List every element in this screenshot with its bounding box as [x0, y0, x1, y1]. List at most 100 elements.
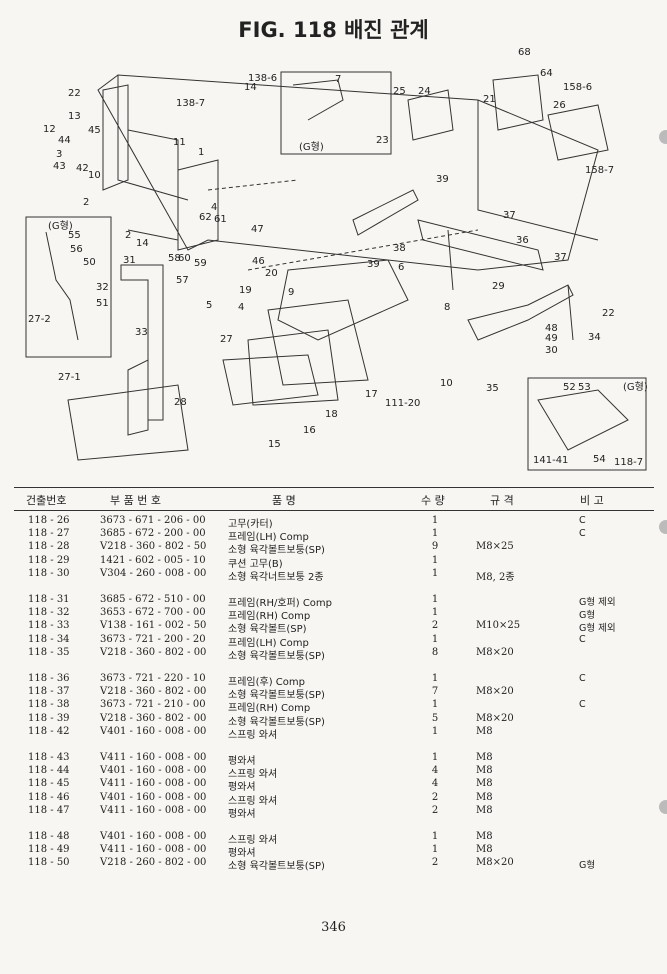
- svg-text:37: 37: [503, 210, 516, 221]
- cell-qty: 2: [431, 857, 439, 869]
- svg-text:56: 56: [70, 244, 83, 255]
- cell-part-no: 3685 - 672 - 510 - 00: [100, 594, 206, 605]
- svg-text:19: 19: [239, 285, 252, 296]
- cell-part-no: V411 - 160 - 008 - 00: [100, 844, 207, 856]
- cell-name: 소형 육각볼트보퉁(SP): [228, 650, 325, 662]
- svg-text:47: 47: [251, 224, 264, 235]
- cell-code: 118 - 35: [28, 646, 70, 658]
- cell-qty: 1: [431, 831, 439, 842]
- svg-text:54: 54: [593, 454, 606, 465]
- svg-text:14: 14: [244, 82, 257, 93]
- svg-text:138-7: 138-7: [176, 98, 205, 109]
- cell-note: G형 제외: [579, 623, 616, 635]
- svg-text:49: 49: [545, 333, 558, 344]
- parts-table-header: 건출번호 부 품 번 호 품 명 수 량 규 격 비 고: [14, 487, 654, 511]
- diagram-drawing: 22 13 45 12 44 3 43 42 10 11 1 2 55 56 5…: [25, 47, 648, 471]
- svg-text:31: 31: [123, 255, 136, 266]
- cell-part-no: 3673 - 671 - 206 - 00: [100, 515, 206, 526]
- cell-qty: 1: [431, 752, 439, 763]
- svg-text:10: 10: [440, 378, 453, 389]
- svg-text:18: 18: [325, 409, 338, 420]
- cell-qty: 1: [431, 528, 439, 540]
- cell-qty: 4: [431, 765, 439, 777]
- cell-spec: M8: [476, 804, 493, 816]
- cell-part-no: V411 - 160 - 008 - 00: [100, 804, 207, 816]
- svg-text:58: 58: [168, 253, 181, 264]
- cell-spec: M8: [476, 791, 493, 803]
- cell-spec: M8: [476, 765, 493, 777]
- svg-text:27: 27: [220, 334, 233, 345]
- cell-spec: M8, 2종: [476, 571, 515, 583]
- svg-text:4: 4: [211, 202, 217, 213]
- svg-text:60: 60: [178, 253, 191, 264]
- svg-text:13: 13: [68, 111, 81, 122]
- svg-text:46: 46: [252, 256, 265, 267]
- cell-note: G형: [579, 860, 596, 872]
- cell-name: 프레임(LH) Comp: [228, 532, 309, 544]
- cell-name: 스프링 와셔: [228, 835, 278, 846]
- cell-spec: M8×20: [476, 857, 514, 869]
- svg-text:64: 64: [540, 68, 553, 79]
- cell-name: 소형 육각볼트보퉁(SP): [228, 545, 325, 557]
- cell-spec: M8×25: [476, 541, 514, 553]
- cell-part-no: V401 - 160 - 008 - 00: [100, 791, 207, 803]
- svg-text:36: 36: [516, 235, 529, 246]
- svg-text:118-7: 118-7: [614, 457, 643, 468]
- svg-text:37: 37: [554, 252, 567, 263]
- cell-code: 118 - 34: [28, 633, 70, 645]
- svg-text:51: 51: [96, 298, 109, 309]
- svg-text:48: 48: [545, 323, 558, 334]
- cell-part-no: 3673 - 721 - 200 - 20: [100, 633, 206, 645]
- cell-code: 118 - 49: [28, 844, 70, 856]
- cell-note: C: [579, 515, 586, 526]
- page-number: 346: [321, 920, 346, 935]
- svg-text:24: 24: [418, 86, 431, 97]
- cell-code: 118 - 28: [28, 541, 70, 553]
- cell-code: 118 - 48: [28, 831, 70, 842]
- cell-part-no: V138 - 161 - 002 - 50: [100, 620, 207, 632]
- svg-text:30: 30: [545, 345, 558, 356]
- svg-text:22: 22: [602, 308, 615, 319]
- cell-code: 118 - 42: [28, 725, 70, 737]
- cell-name: 소형 육각볼트보퉁(SP): [228, 861, 325, 873]
- svg-text:52: 52: [563, 382, 576, 393]
- cell-name: 평와셔: [228, 808, 256, 820]
- binder-hole: [659, 520, 667, 534]
- cell-part-no: V401 - 160 - 008 - 00: [100, 831, 207, 842]
- svg-text:39: 39: [436, 174, 449, 185]
- svg-text:35: 35: [486, 383, 499, 394]
- svg-text:111-20: 111-20: [385, 398, 420, 409]
- cell-part-no: 3673 - 721 - 210 - 00: [100, 699, 206, 711]
- cell-name: 소형 육각볼트(SP): [228, 624, 307, 636]
- cell-code: 118 - 31: [28, 594, 70, 605]
- cell-part-no: 3685 - 672 - 200 - 00: [100, 528, 206, 540]
- header-qty: 수 량: [421, 494, 445, 507]
- cell-code: 118 - 33: [28, 620, 70, 632]
- svg-text:(G형): (G형): [299, 141, 324, 153]
- cell-qty: 9: [431, 541, 439, 553]
- cell-note: G형: [579, 610, 596, 622]
- cell-part-no: V401 - 160 - 008 - 00: [100, 725, 207, 737]
- cell-note: C: [579, 673, 586, 684]
- cell-spec: M8: [476, 752, 493, 763]
- cell-qty: 1: [431, 594, 439, 605]
- svg-text:2: 2: [83, 197, 89, 208]
- cell-part-no: V304 - 260 - 008 - 00: [100, 567, 207, 579]
- cell-name: 프레임(LH) Comp: [228, 637, 309, 649]
- cell-qty: 8: [431, 646, 439, 658]
- svg-text:25: 25: [393, 86, 406, 97]
- svg-text:22: 22: [68, 88, 81, 99]
- cell-code: 118 - 39: [28, 712, 70, 724]
- exploded-parts-diagram: 22 13 45 12 44 3 43 42 10 11 1 2 55 56 5…: [8, 40, 660, 480]
- cell-part-no: 3653 - 672 - 700 - 00: [100, 607, 206, 619]
- cell-name: 스프링 와셔: [228, 769, 278, 781]
